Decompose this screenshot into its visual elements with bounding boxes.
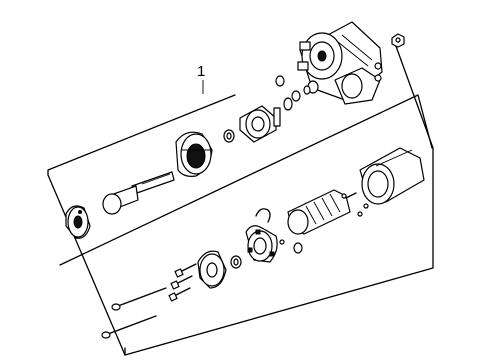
end-housing-washer bbox=[230, 255, 242, 269]
field-frame bbox=[359, 147, 425, 205]
callout-1: 1 bbox=[197, 63, 205, 94]
commutator-end-housing bbox=[197, 250, 227, 289]
through-bolts bbox=[101, 287, 167, 339]
solenoid-assembly bbox=[297, 21, 383, 105]
nut bbox=[391, 33, 405, 48]
drive-shaft bbox=[102, 171, 175, 215]
solenoid-hardware bbox=[275, 75, 319, 102]
small-fasteners-right bbox=[341, 193, 369, 217]
brush-plate-hardware bbox=[279, 239, 303, 254]
ring-gear bbox=[175, 131, 213, 177]
armature bbox=[287, 189, 357, 235]
callout-label: 1 bbox=[197, 63, 205, 80]
brush-holder-plate bbox=[245, 225, 278, 263]
pinion-drive-gear bbox=[239, 97, 293, 143]
screws bbox=[168, 263, 197, 302]
drive-end-plate bbox=[65, 205, 91, 239]
assembly-frame bbox=[47, 37, 434, 356]
pinion-washer bbox=[223, 129, 235, 143]
brush-spring bbox=[255, 208, 271, 223]
